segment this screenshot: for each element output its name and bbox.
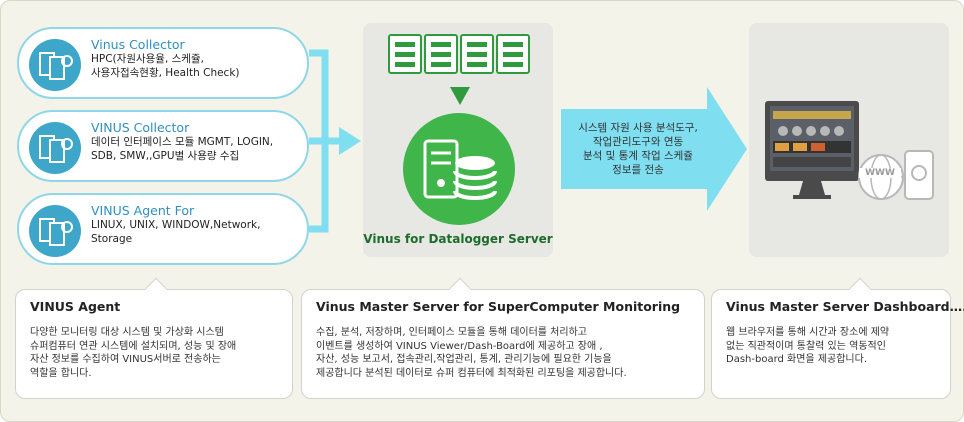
collector-icon — [29, 39, 81, 91]
info-title: Vinus Master Server Dashboard…. — [726, 299, 964, 314]
agent-title: Vinus Collector — [91, 37, 185, 52]
server-label: Vinus for Datalogger Server — [363, 232, 553, 246]
info-body: 수집, 분석, 저장하며, 인터페이스 모듈을 통해 데이터를 처리하고 이벤트… — [316, 327, 627, 379]
database-server-icon — [403, 113, 515, 225]
info-box-dashboard: Vinus Master Server Dashboard…. 웹 브라우저를 … — [711, 277, 964, 399]
agent-description: LINUX, UNIX, WINDOW,Network, Storage — [91, 219, 261, 245]
info-body: 다양한 모니터링 대상 시스템 및 가상화 시스템 슈퍼컴퓨터 연관 시스템에 … — [30, 327, 237, 379]
agent-description: HPC(자원사용율, 스케쥴, 사용자접속현황, Health Check) — [91, 53, 240, 79]
server-rack-icon — [388, 34, 530, 74]
dashboard-monitor-icon — [765, 101, 934, 200]
info-body: 웹 브라우저를 통해 시간과 장소에 제약 없는 직관적이며 통찰력 있는 역동… — [726, 327, 890, 365]
info-box-master-server: Vinus Master Server for SuperComputer Mo… — [301, 277, 705, 399]
flow-arrow — [561, 87, 747, 211]
agent-title: VINUS Agent For — [91, 203, 195, 218]
agent-vinus-collector-hpc: Vinus Collector HPC(자원사용율, 스케쥴, 사용자접속현황,… — [17, 27, 309, 99]
agent-title: VINUS Collector — [91, 120, 190, 135]
arrow-down-icon — [450, 87, 470, 105]
flow-description: 시스템 자원 사용 분석도구, 작업관리도구와 연동 분석 및 통계 작업 스케… — [578, 122, 698, 176]
www-label: WWW — [859, 168, 901, 178]
agent-description: 데이터 인터페이스 모듈 MGMT, LOGIN, SDB, SMW,,GPU별… — [91, 136, 274, 162]
info-box-agent: VINUS Agent 다양한 모니터링 대상 시스템 및 가상화 시스템 슈퍼… — [15, 277, 293, 399]
agent-vinus-collector-mgmt: VINUS Collector 데이터 인터페이스 모듈 MGMT, LOGIN… — [17, 110, 309, 182]
agent-icon — [29, 205, 81, 257]
agent-vinus-agent-for: VINUS Agent For LINUX, UNIX, WINDOW,Netw… — [17, 193, 309, 265]
info-title: Vinus Master Server for SuperComputer Mo… — [316, 299, 681, 314]
info-title: VINUS Agent — [30, 299, 121, 314]
dashboard-panel: WWW — [749, 23, 949, 257]
server-panel: Vinus for Datalogger Server — [363, 23, 553, 257]
connector-arrow — [309, 49, 361, 233]
collector-icon — [29, 122, 81, 174]
